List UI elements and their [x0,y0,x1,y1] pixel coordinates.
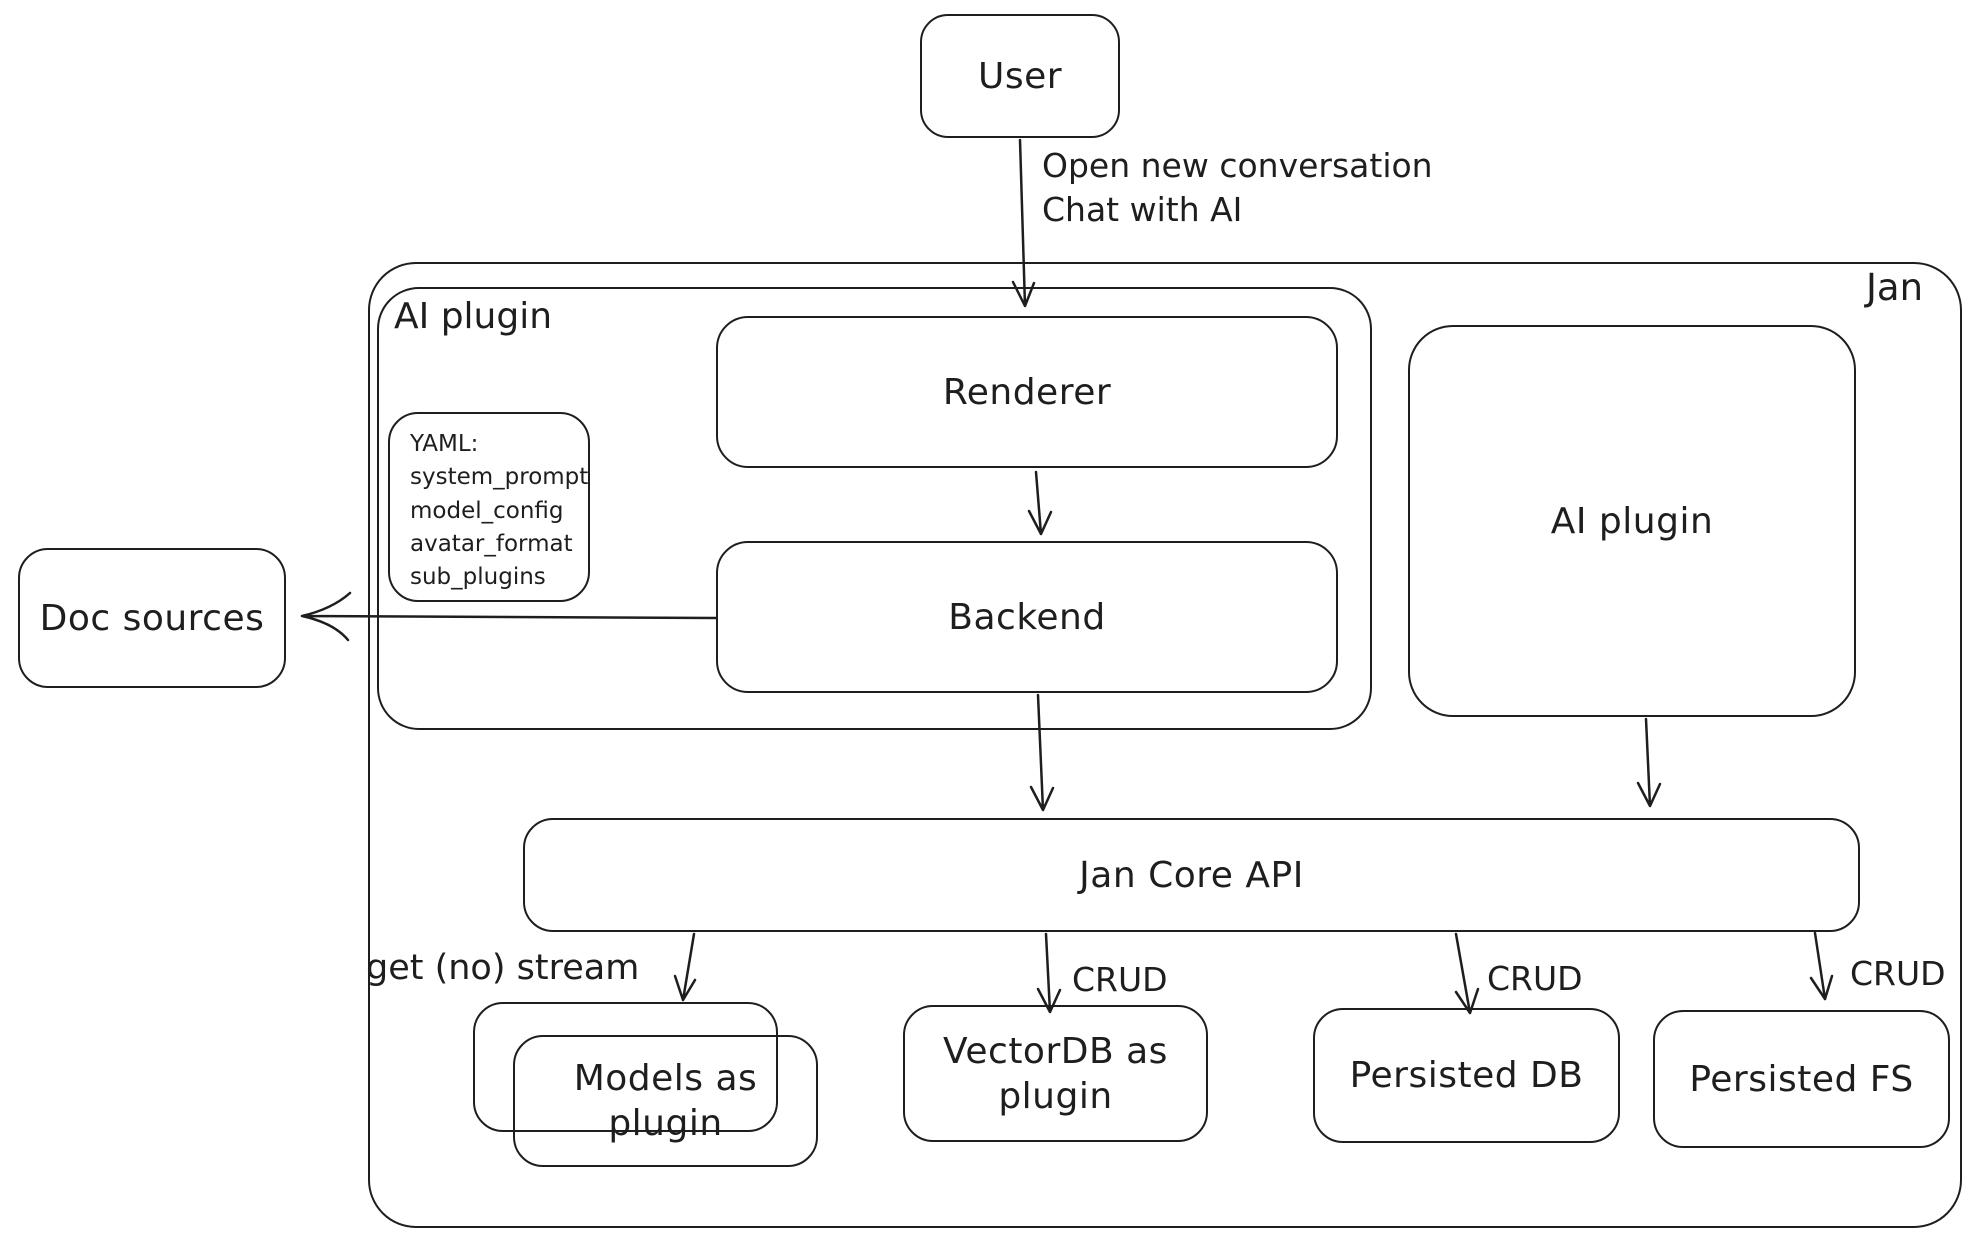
yaml-line-title: YAML: [410,431,479,457]
ai-plugin-group-box [377,287,1372,730]
edge-label-crud-persisted-fs: CRUD [1850,954,1946,993]
yaml-line-sub-plugins: sub_plugins [410,564,546,591]
vectordb-plugin-node: VectorDB as plugin [903,1005,1208,1142]
jan-group-label: Jan [1866,266,1924,309]
renderer-node: Renderer [716,316,1338,468]
jan-core-api-node: Jan Core API [523,818,1860,932]
yaml-line-model-config: model_config [410,497,564,524]
vectordb-plugin-label: VectorDB as plugin [943,1030,1168,1117]
models-plugin-node: Models as plugin [513,1035,818,1167]
persisted-fs-node: Persisted FS [1653,1010,1950,1148]
persisted-db-node: Persisted DB [1313,1008,1620,1143]
persisted-db-label: Persisted DB [1349,1055,1584,1096]
edge-label-user-to-renderer: Open new conversation Chat with AI [1042,144,1433,231]
edge-label-get-no-stream: get (no) stream [366,948,640,988]
backend-node: Backend [716,541,1338,693]
edge-label-line-open-conversation: Open new conversation [1042,146,1433,185]
models-plugin-back-box [473,1002,778,1132]
user-label: User [977,55,1063,97]
user-node: User [920,14,1120,138]
ai-plugin-group-label: AI plugin [394,296,553,337]
ai-plugin-node: AI plugin [1408,325,1856,717]
edge-label-crud-vectordb: CRUD [1072,960,1168,999]
yaml-line-avatar-format: avatar_format [410,531,573,558]
jan-core-api-label: Jan Core API [1079,854,1304,896]
renderer-label: Renderer [942,371,1112,413]
ai-plugin-label: AI plugin [1550,500,1714,542]
yaml-line-system-prompt: system_prompt [410,464,589,491]
doc-sources-label: Doc sources [39,597,265,639]
models-plugin-label: Models as plugin [573,1058,758,1144]
jan-group-box [368,262,1962,1228]
yaml-note-box: YAML: system_prompt model_config avatar_… [388,412,590,602]
persisted-fs-label: Persisted FS [1689,1058,1914,1100]
doc-sources-node: Doc sources [18,548,286,688]
edge-label-crud-persisted-db: CRUD [1487,959,1583,998]
edge-label-line-chat-with-ai: Chat with AI [1042,189,1243,229]
backend-label: Backend [948,596,1106,638]
